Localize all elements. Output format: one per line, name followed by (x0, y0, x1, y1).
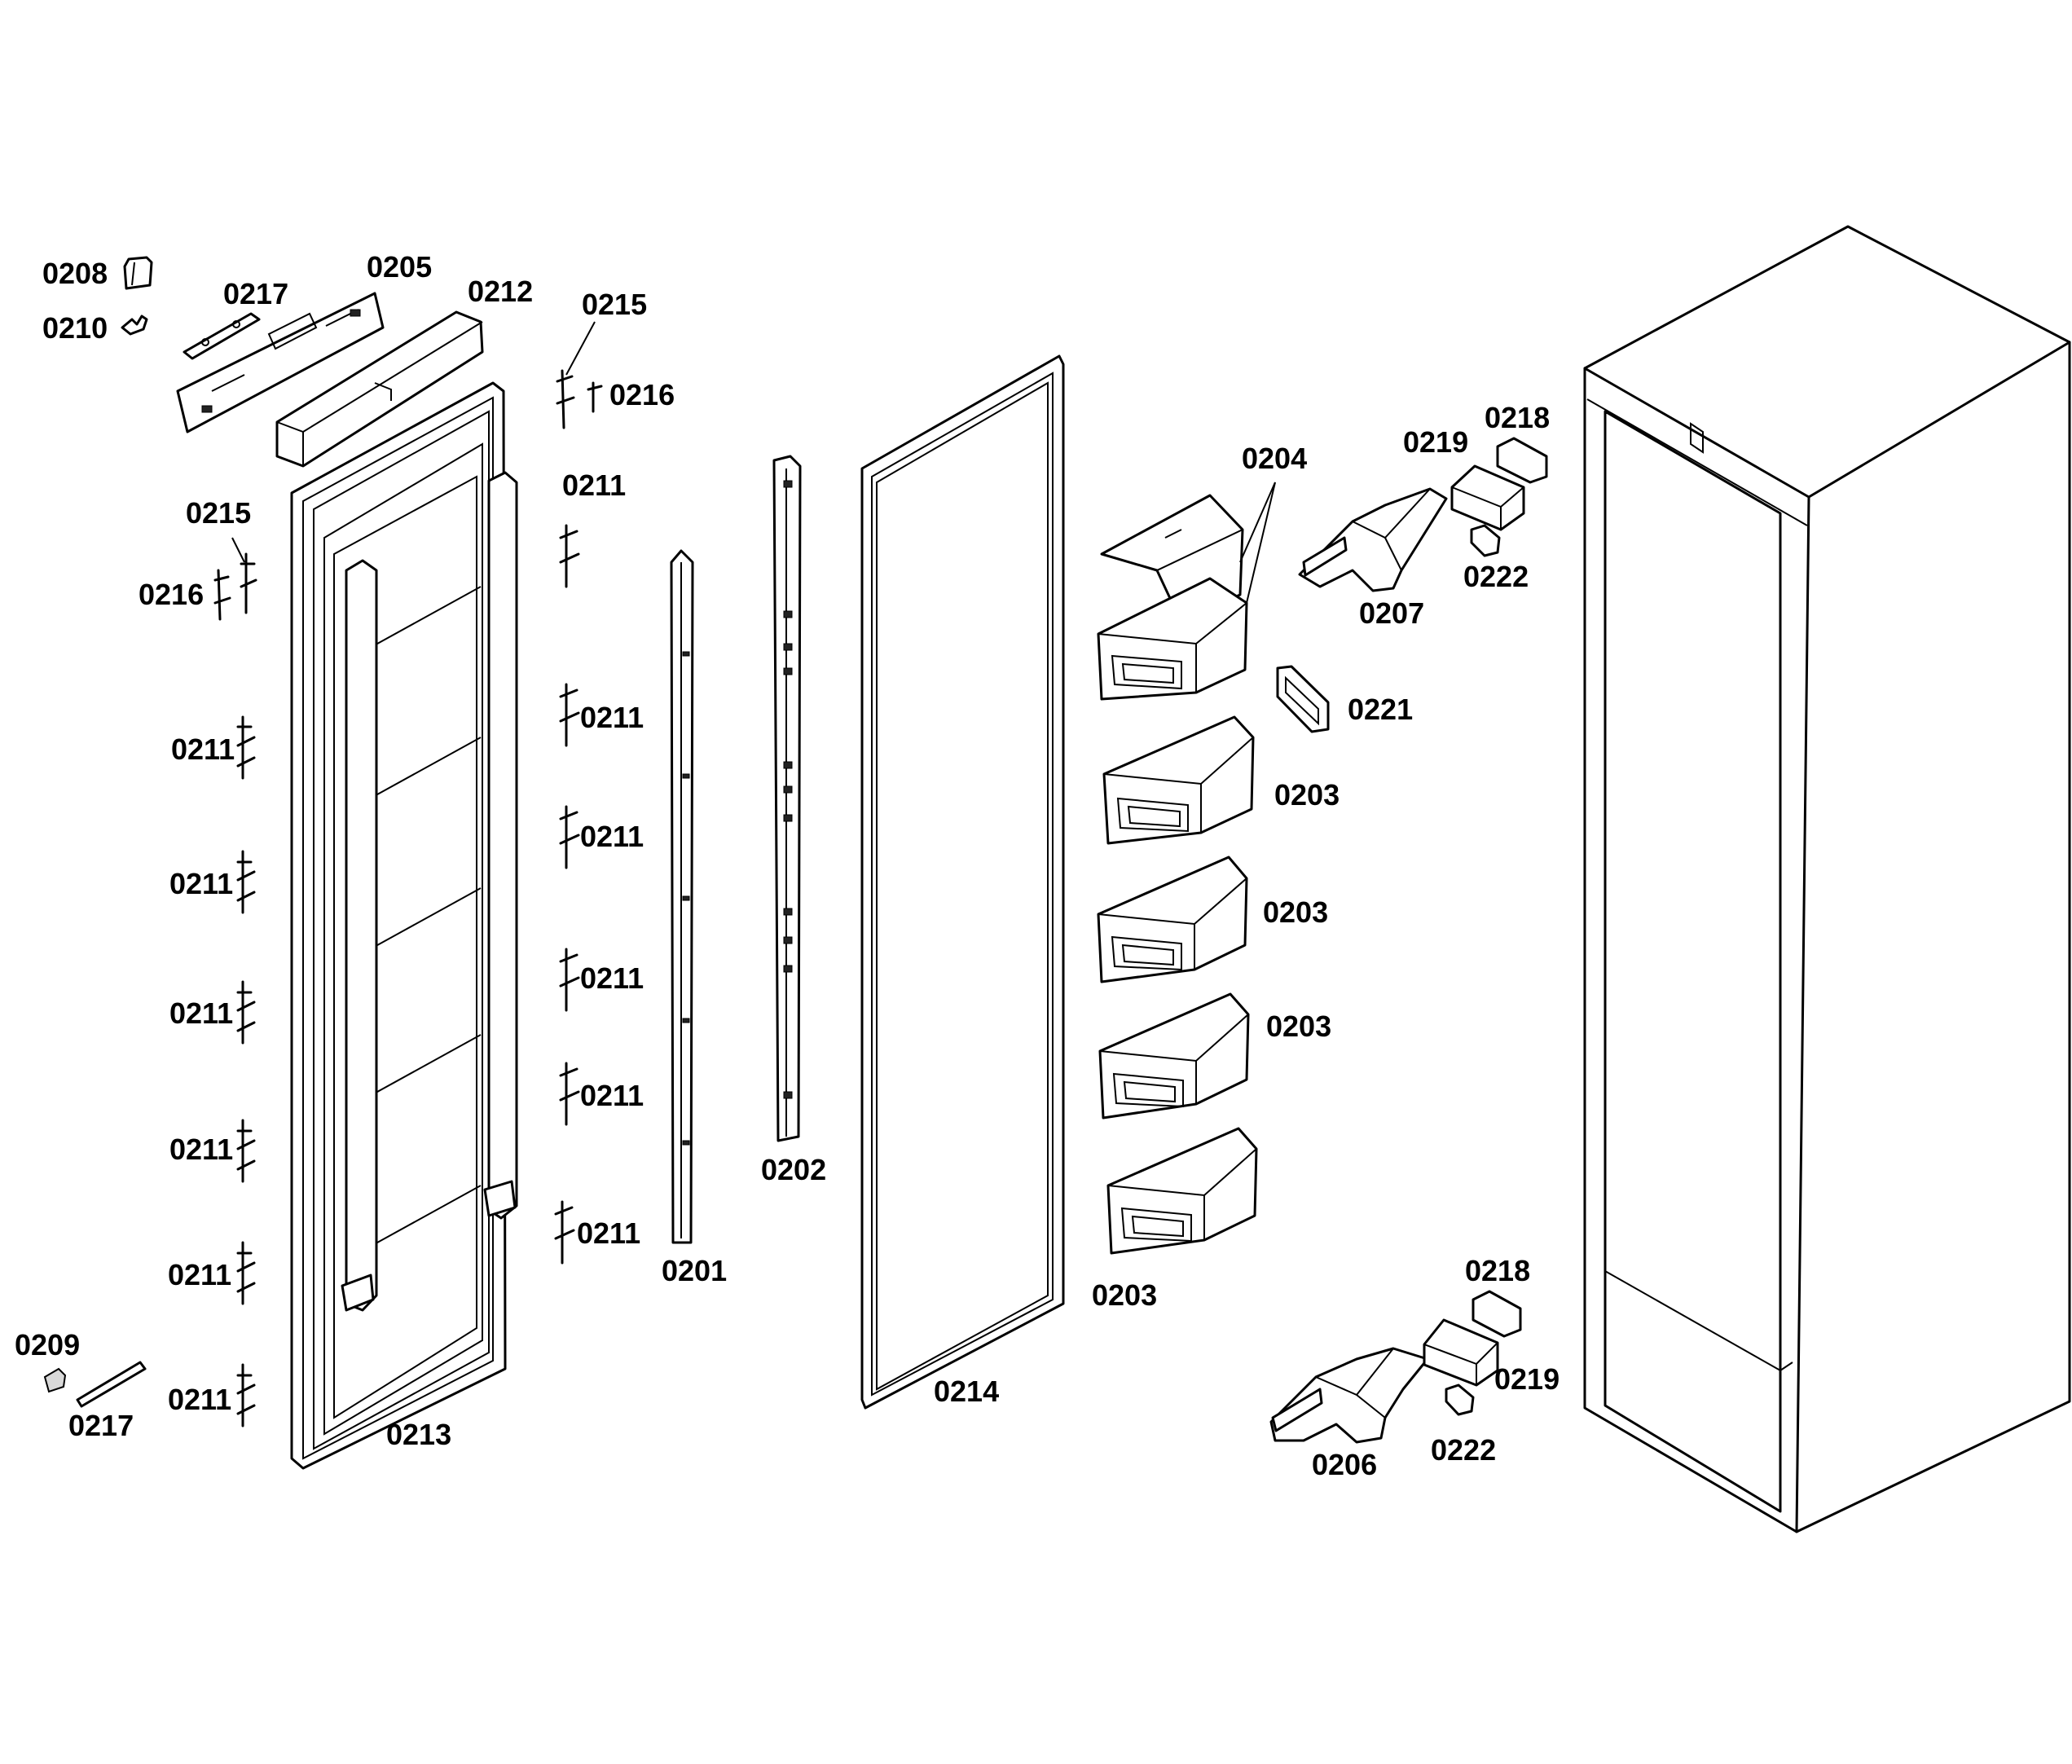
label-0202: 0202 (761, 1153, 826, 1186)
part-0217-top-bracket (183, 312, 261, 360)
label-0209: 0209 (15, 1328, 80, 1361)
part-0215-0216-clip-right (556, 369, 603, 429)
part-0218-bottom-plate (1472, 1290, 1522, 1338)
part-0219-bottom-bracket (1423, 1318, 1499, 1387)
label-0219-top: 0219 (1403, 425, 1468, 459)
label-0216-left: 0216 (139, 578, 204, 611)
label-0214: 0214 (934, 1375, 999, 1408)
part-0211-clip-right-3 (559, 805, 580, 869)
part-0209-block (43, 1367, 67, 1393)
part-0211-clip-right-1 (559, 524, 580, 588)
part-0211-clip-left-6 (236, 1363, 256, 1427)
part-0211-clip-right-4 (559, 948, 580, 1012)
label-0205: 0205 (367, 250, 432, 284)
label-0211-right-3: 0211 (580, 820, 644, 853)
part-0214-gasket (860, 354, 1065, 1410)
part-0203-door-bin-3 (1098, 992, 1250, 1120)
label-0203-4: 0203 (1092, 1278, 1157, 1312)
part-0204-door-bin (1097, 577, 1248, 701)
label-0213: 0213 (386, 1418, 451, 1451)
part-0203-door-bin-2 (1097, 856, 1248, 983)
labels: 0208 0210 0217 0205 0212 0215 0216 0215 … (15, 250, 1559, 1481)
leader-lines (231, 321, 1276, 604)
part-0211-clip-left-4 (236, 1119, 256, 1183)
label-0216-top: 0216 (609, 378, 675, 411)
label-0218-top: 0218 (1485, 401, 1550, 434)
label-0222-bottom: 0222 (1431, 1433, 1496, 1467)
part-0201-strip (670, 549, 694, 1244)
label-0211-left-1: 0211 (171, 732, 235, 766)
part-0211-clip-left-1 (236, 715, 256, 780)
label-0211-right-6: 0211 (577, 1216, 640, 1250)
label-0211-left-2: 0211 (169, 867, 233, 900)
label-0212: 0212 (468, 275, 533, 308)
part-0217-bottom-bracket (76, 1361, 147, 1408)
cabinet (1583, 225, 2071, 1533)
label-0207: 0207 (1359, 596, 1424, 630)
part-0212-top-cover (275, 310, 484, 468)
part-0207-top-hinge (1298, 487, 1448, 592)
label-0221: 0221 (1348, 693, 1413, 726)
label-0211-right-2: 0211 (580, 701, 644, 734)
label-0217-bottom: 0217 (68, 1409, 134, 1442)
part-0213-door (290, 381, 518, 1470)
part-0215-0216-clip-left (213, 552, 257, 621)
label-0222-top: 0222 (1463, 560, 1529, 593)
label-0203-1: 0203 (1274, 778, 1340, 812)
label-0210: 0210 (42, 311, 108, 345)
label-0218-bottom: 0218 (1465, 1254, 1530, 1287)
label-0204: 0204 (1242, 442, 1307, 475)
label-0201: 0201 (662, 1254, 727, 1287)
part-0211-clip-left-5 (236, 1241, 256, 1305)
label-0211-right-5: 0211 (580, 1079, 644, 1112)
label-0208: 0208 (42, 257, 108, 290)
label-0211-left-6: 0211 (168, 1383, 231, 1416)
label-0206: 0206 (1312, 1448, 1377, 1481)
part-0206-bottom-hinge (1269, 1347, 1429, 1444)
label-0211-left-5: 0211 (168, 1258, 231, 1291)
part-0221-frame (1276, 665, 1330, 733)
part-0222-top-shim (1470, 524, 1501, 557)
part-0203-door-bin-1 (1102, 715, 1255, 845)
label-0211-right-top: 0211 (562, 468, 626, 502)
leader-0204-b (1246, 482, 1276, 604)
label-0215-left: 0215 (186, 496, 251, 530)
label-0203-3: 0203 (1266, 1010, 1331, 1043)
part-0210-clip (121, 315, 148, 336)
part-0211-clip-right-2 (559, 683, 580, 747)
part-0218-top-plate (1496, 437, 1548, 484)
label-0217-top: 0217 (223, 277, 288, 310)
part-0211-clip-right-6 (554, 1200, 575, 1265)
label-0203-2: 0203 (1263, 895, 1328, 929)
part-0208-cap (123, 256, 153, 290)
part-0211-clip-left-3 (236, 980, 256, 1045)
label-0211-left-4: 0211 (169, 1133, 233, 1166)
part-0203-door-bin-4 (1106, 1127, 1258, 1255)
leader-0204-a (1239, 482, 1276, 563)
part-0211-clip-left-2 (236, 850, 256, 914)
part-0222-bottom-shim (1445, 1383, 1475, 1416)
part-0211-clip-right-5 (559, 1062, 580, 1126)
leader-0215-b (231, 537, 245, 563)
part-0205-hinge-plate (176, 292, 385, 433)
label-0219-bottom: 0219 (1494, 1362, 1559, 1396)
leader-0215-a (565, 321, 596, 376)
part-0202-rail (772, 455, 802, 1142)
part-0219-top-bracket (1450, 464, 1525, 531)
label-0211-right-4: 0211 (580, 961, 644, 995)
label-0215-top: 0215 (582, 288, 647, 321)
label-0211-left-3: 0211 (169, 996, 233, 1030)
